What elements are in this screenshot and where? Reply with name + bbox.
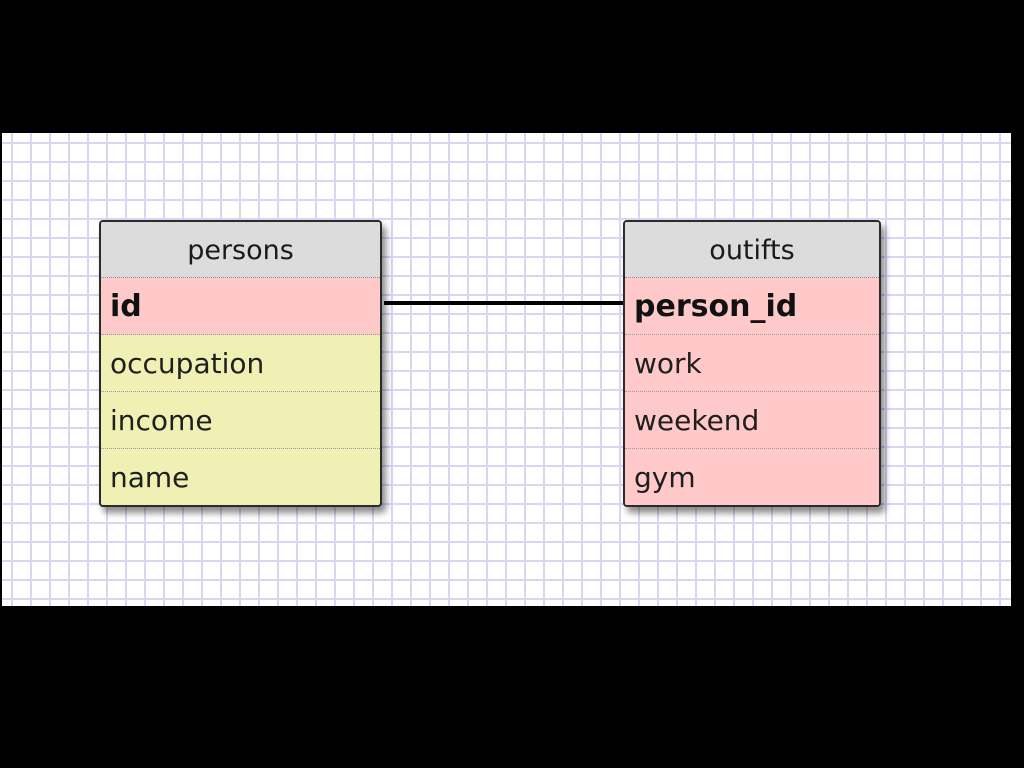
- field-outifts-work[interactable]: work: [625, 335, 879, 392]
- field-persons-income[interactable]: income: [101, 392, 380, 449]
- field-persons-occupation[interactable]: occupation: [101, 335, 380, 392]
- field-outifts-weekend[interactable]: weekend: [625, 392, 879, 449]
- field-persons-id[interactable]: id: [101, 278, 380, 335]
- field-outifts-person-id[interactable]: person_id: [625, 278, 879, 335]
- table-persons-title: persons: [101, 222, 380, 278]
- table-outifts-title: outifts: [625, 222, 879, 278]
- diagram-canvas: persons id occupation income name outift…: [2, 133, 1011, 606]
- field-outifts-gym[interactable]: gym: [625, 449, 879, 505]
- field-persons-name[interactable]: name: [110, 461, 190, 494]
- table-outifts[interactable]: outifts person_id work weekend gym: [623, 220, 881, 507]
- table-persons[interactable]: persons id occupation income name: [99, 220, 382, 507]
